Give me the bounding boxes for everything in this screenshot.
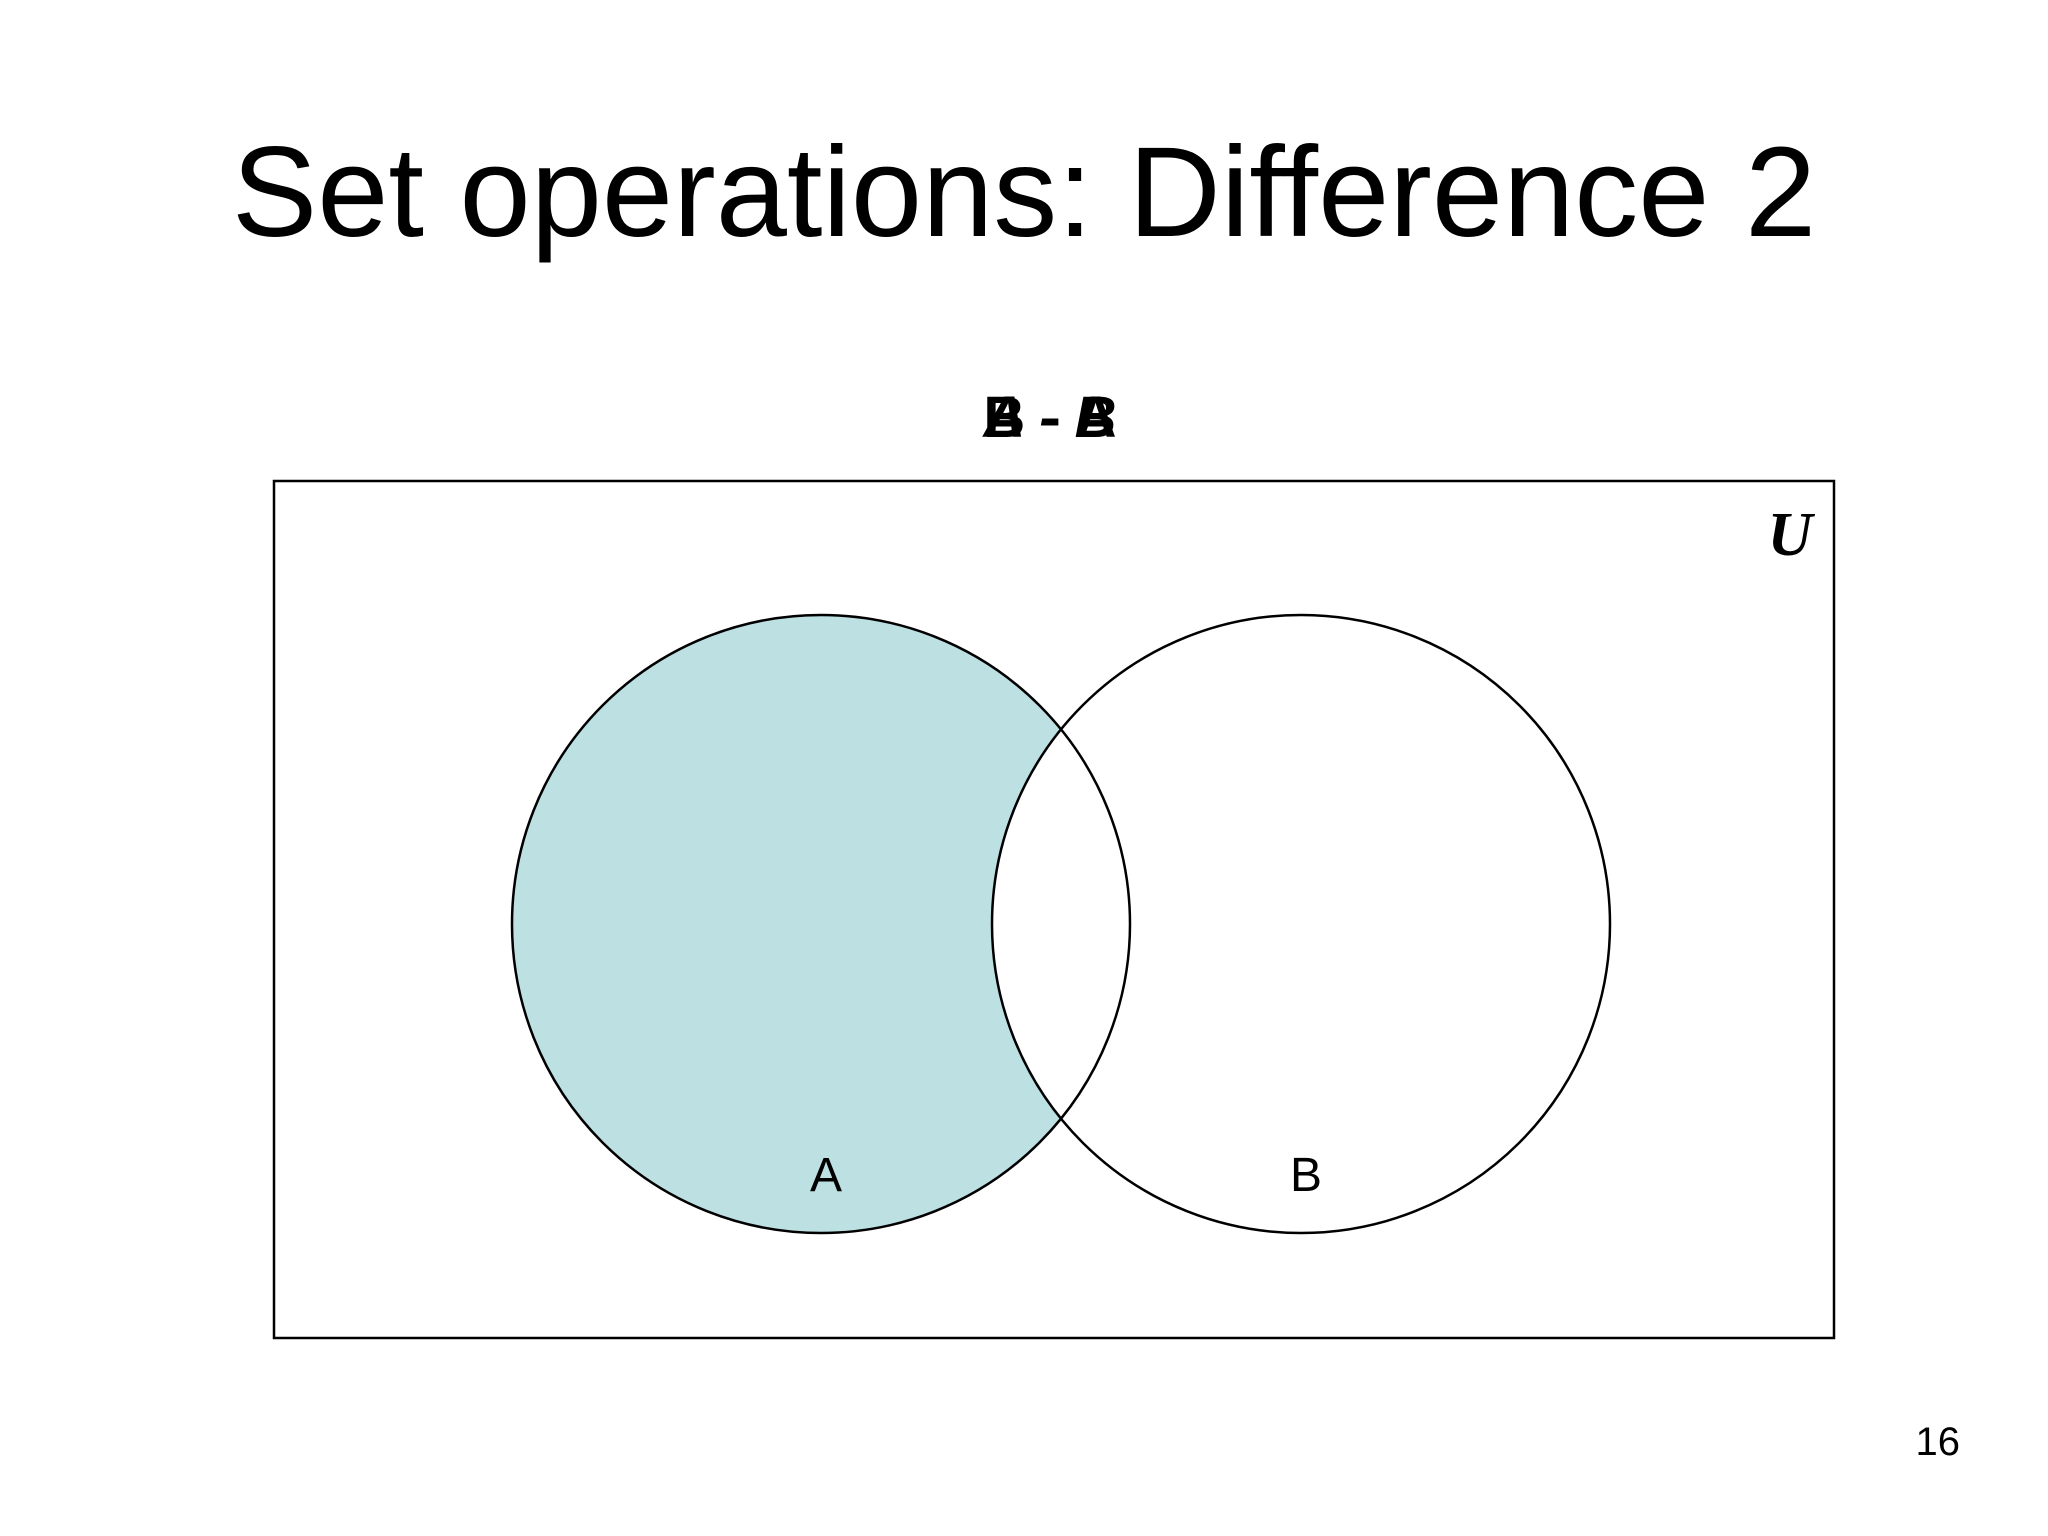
set-b-label: B (1290, 1149, 1322, 1202)
diagram-caption-front: A - B (981, 385, 1116, 450)
set-a-circle (510, 613, 1132, 1235)
page-number: 16 (1915, 1420, 1961, 1464)
set-b-circle (990, 613, 1612, 1235)
diagram-caption-back: B - A (983, 385, 1116, 450)
slide-title: Set operations: Difference 2 (231, 121, 1817, 264)
universe-label: U (1768, 501, 1816, 569)
set-a-fill (512, 615, 1130, 1233)
set-a-label: A (810, 1149, 842, 1202)
